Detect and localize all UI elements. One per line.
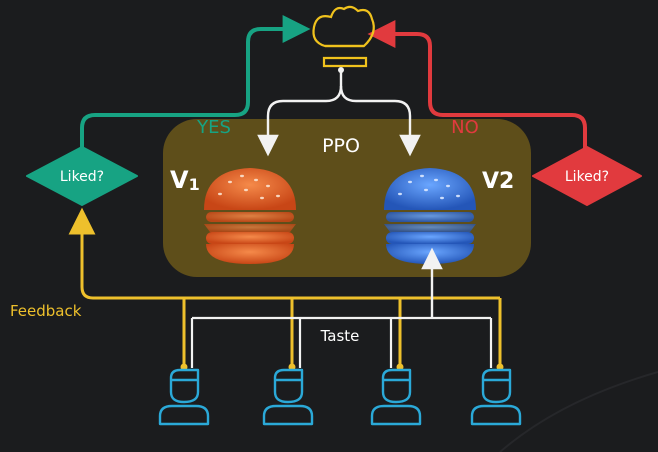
person-icon [370,368,422,426]
person-icon [470,368,522,426]
feedback-arrow [68,207,500,300]
burger-v1 [204,168,296,264]
taste-label: Taste [320,327,360,345]
v1-label: V1 [170,166,200,194]
background-curve [499,371,658,452]
yes-path [80,15,311,148]
arrow-to-v1 [257,70,343,157]
liked-diamond-right [532,146,642,206]
arrow-to-v2 [339,85,421,157]
liked-diamond-left [26,146,138,206]
feedback-lines [182,298,502,368]
taste-lines [190,316,493,368]
feedback-label: Feedback [10,302,82,320]
liked-left-label: Liked? [60,169,104,185]
chef-hat-icon [312,5,375,68]
burger-v2 [384,168,476,264]
feedback-dots [180,363,504,371]
ppo-label: PPO [322,135,360,157]
person-icon [262,368,314,426]
no-label: NO [451,117,479,138]
yes-label: YES [196,117,231,138]
no-path [367,20,587,148]
liked-right-label: Liked? [565,169,609,185]
v2-label: V2 [482,169,514,194]
person-icon [158,368,210,426]
